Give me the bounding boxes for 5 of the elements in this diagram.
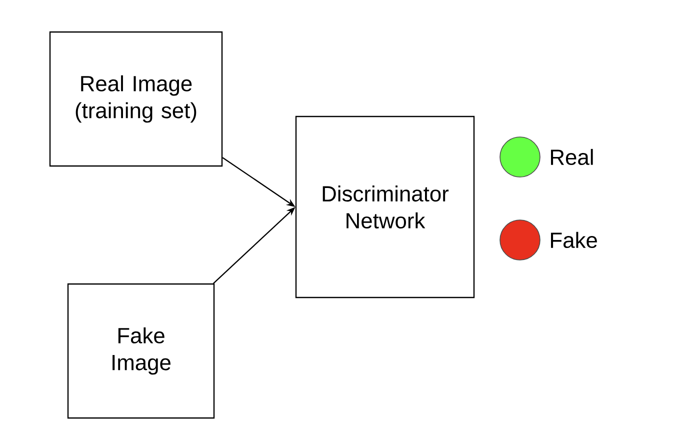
box: Real Image (training set)	[49, 31, 223, 167]
box: Fake Image	[67, 283, 215, 419]
box: Discriminator Network	[295, 116, 475, 298]
legend-label: Real	[551, 148, 593, 166]
legend-label: Fake	[551, 232, 597, 248]
